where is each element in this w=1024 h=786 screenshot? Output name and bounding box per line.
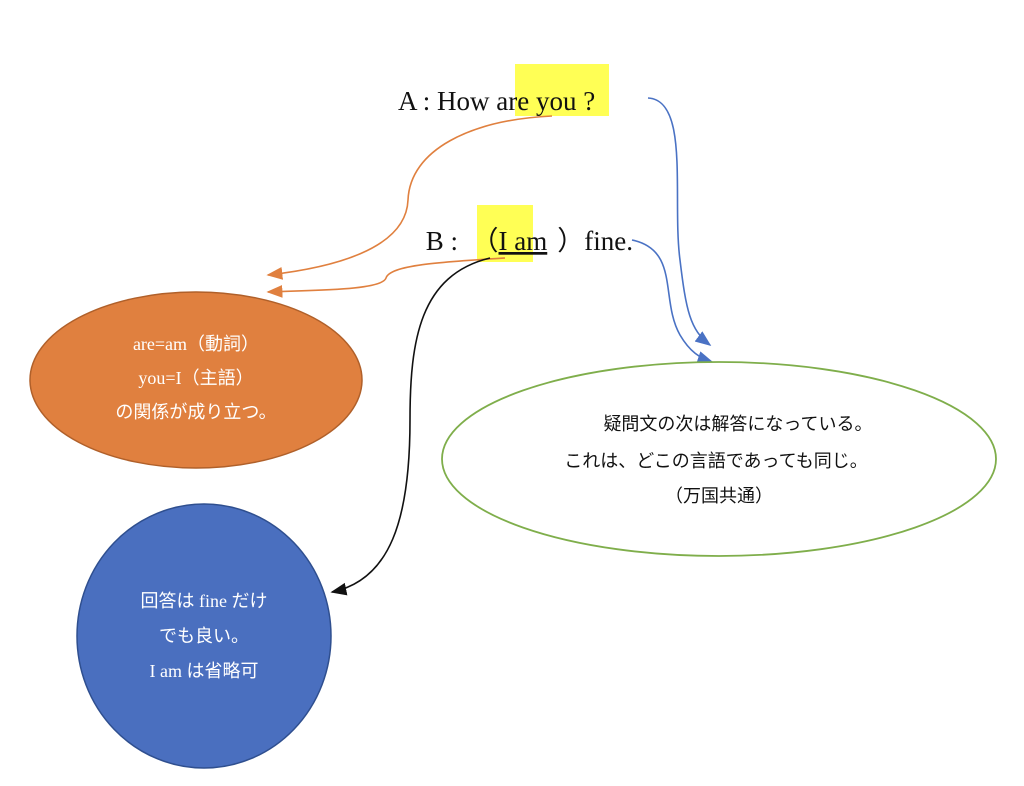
blue-bubble: 回答は fine だけ でも良い。 I am は省略可 <box>76 503 332 769</box>
green-bubble-line: （万国共通） <box>665 486 773 506</box>
orange-bubble: are=am（動詞） you=I（主語） の関係が成り立つ。 <box>29 291 363 469</box>
highlight-are-you <box>515 64 609 116</box>
arrow-fine-to-green <box>631 239 714 364</box>
blue-bubble-line: 回答は fine だけ <box>141 591 268 611</box>
blue-bubble-line: でも良い。 <box>159 626 249 646</box>
arrow-i-am-to-orange <box>266 257 506 298</box>
highlight-i-am <box>477 205 533 262</box>
blue-bubble-line: I am は省略可 <box>150 661 259 681</box>
arrow-question-to-green <box>647 97 712 346</box>
orange-bubble-line: の関係が成り立つ。 <box>115 402 276 422</box>
green-bubble-line: これは、どこの言語であっても同じ。 <box>564 451 867 471</box>
green-bubble-line: 疑問文の次は解答になっている。 <box>603 414 872 434</box>
arrow-i-am-to-blue <box>330 257 491 596</box>
sentence-a: A : How are you ? <box>398 86 595 116</box>
orange-bubble-line: you=I（主語） <box>138 368 253 388</box>
green-bubble: 疑問文の次は解答になっている。 これは、どこの言語であっても同じ。 （万国共通） <box>441 361 997 557</box>
orange-bubble-line: are=am（動詞） <box>133 334 259 354</box>
sentence-b: B : （I am）fine. <box>392 226 653 256</box>
arrow-are-you-to-orange <box>266 115 553 280</box>
